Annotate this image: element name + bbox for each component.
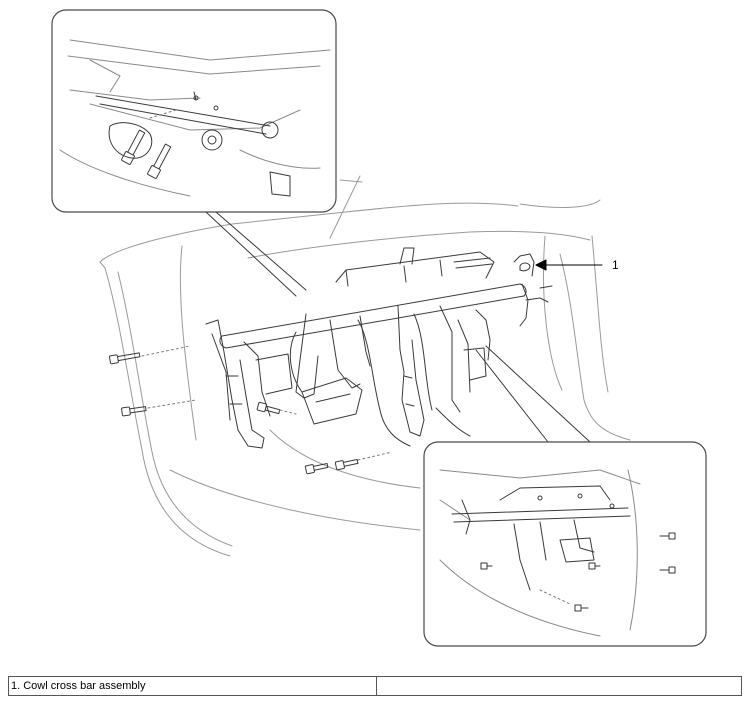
bolt-icons-main <box>108 345 393 475</box>
callout-1: 1 <box>535 258 619 272</box>
bolt-icon <box>121 129 146 165</box>
bolt-icon <box>121 406 147 417</box>
cross-bar-assembly <box>205 247 553 449</box>
bolt-icon <box>256 401 281 415</box>
legend-table: 1. Cowl cross bar assembly <box>8 676 742 696</box>
bolt-icon <box>659 532 676 540</box>
bolt-icon <box>147 143 172 179</box>
bolt-icon <box>480 562 493 570</box>
detail-inset-top <box>51 9 337 297</box>
legend-cell-right <box>376 676 742 696</box>
table-row: 1. Cowl cross bar assembly <box>8 676 742 696</box>
bolt-icon <box>108 352 141 365</box>
detail-inset-bottom <box>423 345 707 647</box>
legend-cell-left: 1. Cowl cross bar assembly <box>8 676 377 696</box>
bolt-icon <box>659 566 676 574</box>
cowl-cross-bar-diagram: 1 <box>51 9 707 647</box>
bolt-icon <box>574 604 589 612</box>
callout-number: 1 <box>612 258 619 272</box>
bolt-icon <box>304 462 329 475</box>
bolt-icon <box>334 458 359 471</box>
vehicle-body-outline <box>99 175 631 557</box>
bolt-icon <box>588 562 601 570</box>
